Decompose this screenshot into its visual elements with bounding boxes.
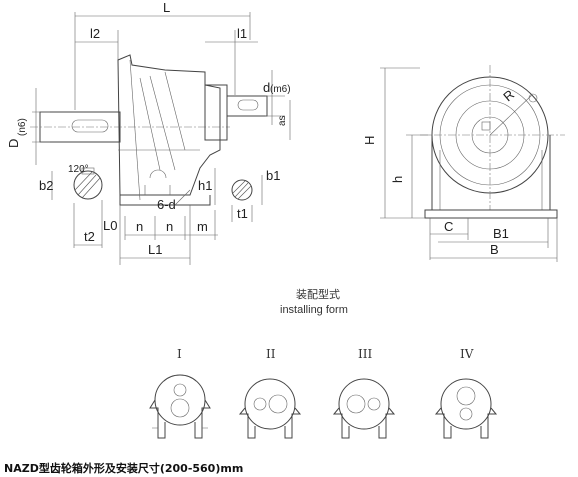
dim-angle: 120° bbox=[68, 164, 89, 175]
dim-B: B bbox=[490, 242, 499, 257]
caption-cn: 装配型式 bbox=[296, 287, 340, 301]
dim-B1: B1 bbox=[493, 226, 509, 241]
dim-l1: l1 bbox=[237, 26, 247, 41]
dim-d-sub: (m6) bbox=[270, 84, 291, 95]
dim-C: C bbox=[444, 219, 453, 234]
dim-h: h bbox=[390, 176, 405, 183]
dim-D-sub: (n6) bbox=[17, 118, 28, 136]
dim-R: R bbox=[500, 87, 517, 105]
dim-l2: l2 bbox=[90, 26, 100, 41]
dim-d: d bbox=[263, 80, 270, 95]
dim-m: m bbox=[197, 219, 208, 234]
dim-L0: L0 bbox=[103, 218, 117, 233]
dim-D: D bbox=[6, 139, 21, 148]
dim-n-a: n bbox=[136, 219, 143, 234]
form-II: II bbox=[238, 347, 302, 439]
dim-n-b: n bbox=[166, 219, 173, 234]
dim-t2: t2 bbox=[84, 229, 95, 244]
dim-t1: t1 bbox=[237, 206, 248, 221]
dim-H: H bbox=[362, 136, 377, 145]
drawing-title: NAZD型齿轮箱外形及安装尺寸(200-560)mm bbox=[4, 461, 243, 475]
dim-b1: b1 bbox=[266, 168, 280, 183]
form-III: III bbox=[332, 347, 396, 439]
side-view: R H h C B1 B bbox=[362, 65, 565, 262]
dim-as: as bbox=[277, 115, 288, 126]
form-label: III bbox=[358, 347, 372, 361]
dim-6d: 6-d bbox=[157, 197, 176, 212]
dim-L1: L1 bbox=[148, 242, 162, 257]
dim-L: L bbox=[163, 0, 170, 15]
form-label: I bbox=[177, 347, 182, 361]
form-label: II bbox=[266, 347, 276, 361]
dim-b2: b2 bbox=[39, 178, 53, 193]
front-view: L l2 l1 D (n6) d (m6) bbox=[6, 0, 291, 265]
form-label: IV bbox=[460, 347, 474, 361]
form-IV: IV bbox=[434, 347, 498, 439]
dim-h1: h1 bbox=[198, 178, 212, 193]
caption-en: installing form bbox=[280, 304, 348, 316]
form-I: I bbox=[149, 347, 211, 439]
